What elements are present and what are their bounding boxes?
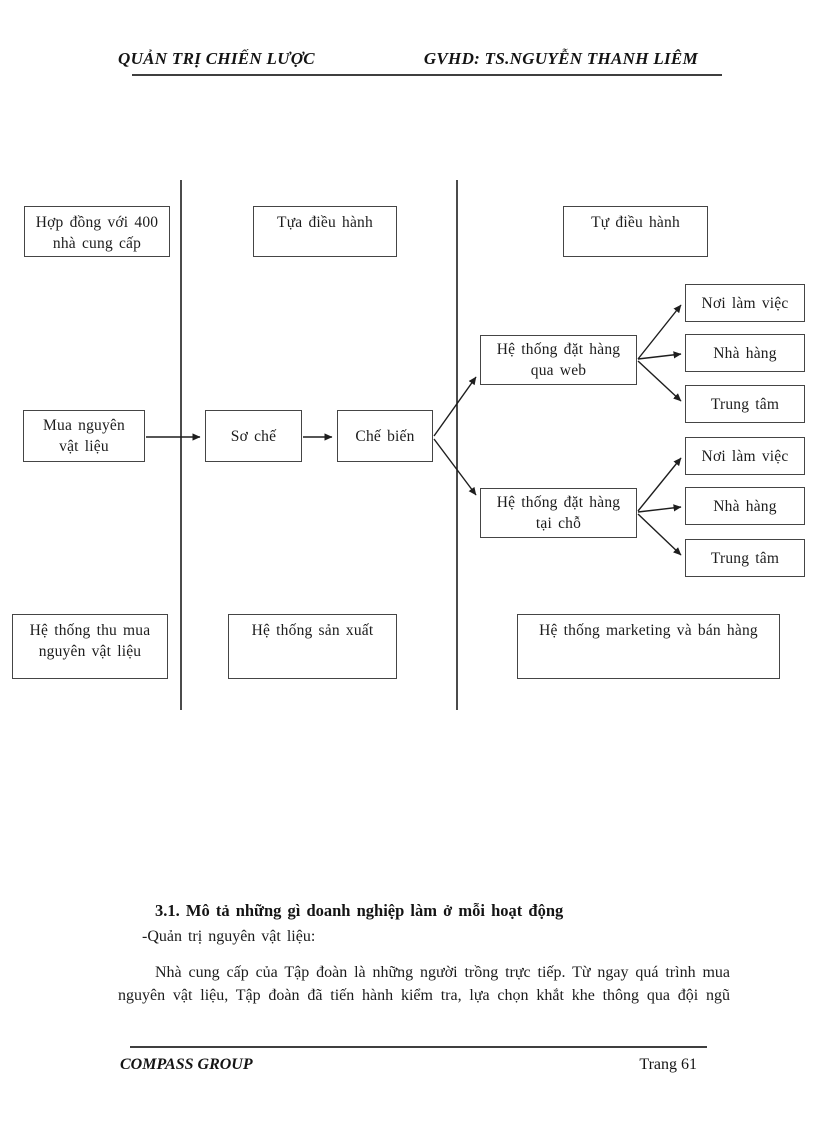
section-subheading: -Quản trị nguyên vật liệu: [142,928,316,945]
arrow-taicho-to-nhahang [637,504,682,513]
box-trung-tam-web: Trung tâm [685,385,805,423]
box-he-thong-marketing: Hệ thống marketing và bán hàng [517,614,780,679]
body-paragraph: Nhà cung cấp của Tập đoàn là những người… [118,964,730,1004]
header-rule [132,74,722,76]
header-advisor: GVHD: TS.NGUYỄN THANH LIÊM [423,49,698,68]
footer-page-number: Trang 61 [639,1056,697,1073]
footer-company: COMPASS GROUP [120,1056,253,1073]
box-he-thong-dat-hang-qua-web: Hệ thống đặt hàng qua web [480,335,637,385]
arrow-web-to-nhahang [637,351,682,360]
arrow-taicho-to-trungtam [637,513,682,556]
box-nha-hang-tai-cho: Nhà hàng [685,487,805,525]
page-header: QUẢN TRỊ CHIẾN LƯỢC GVHD: TS.NGUYỄN THAN… [118,49,698,69]
arrow-chebien-to-web [433,376,477,437]
arrow-chebien-to-taicho [433,438,477,496]
box-he-thong-dat-hang-tai-cho: Hệ thống đặt hàng tại chỗ [480,488,637,538]
footer-rule [130,1046,707,1048]
box-so-che: Sơ chế [205,410,302,462]
section-heading: 3.1. Mô tả những gì doanh nghiệp làm ở m… [155,901,564,920]
box-nha-hang-web: Nhà hàng [685,334,805,372]
box-trung-tam-tai-cho: Trung tâm [685,539,805,577]
box-che-bien: Chế biến [337,410,433,462]
page-footer: COMPASS GROUP Trang 61 [120,1056,697,1074]
arrow-taicho-to-noilamviec [637,457,682,512]
box-noi-lam-viec-web: Nơi làm việc [685,284,805,322]
box-mua-nguyen-vat-lieu: Mua nguyên vật liệu [23,410,145,462]
arrow-web-to-noilamviec [637,304,682,360]
box-tua-dieu-hanh: Tựa điều hành [253,206,397,257]
box-noi-lam-viec-tai-cho: Nơi làm việc [685,437,805,475]
box-he-thong-thu-mua: Hệ thống thu mua nguyên vật liệu [12,614,168,679]
box-hop-dong-400-nha-cung-cap: Hợp đồng với 400 nhà cung cấp [24,206,170,257]
header-course-title: QUẢN TRỊ CHIẾN LƯỢC [118,49,315,68]
box-he-thong-san-xuat: Hệ thống sản xuất [228,614,397,679]
box-tu-dieu-hanh: Tự điều hành [563,206,708,257]
arrow-web-to-trungtam [637,360,682,402]
